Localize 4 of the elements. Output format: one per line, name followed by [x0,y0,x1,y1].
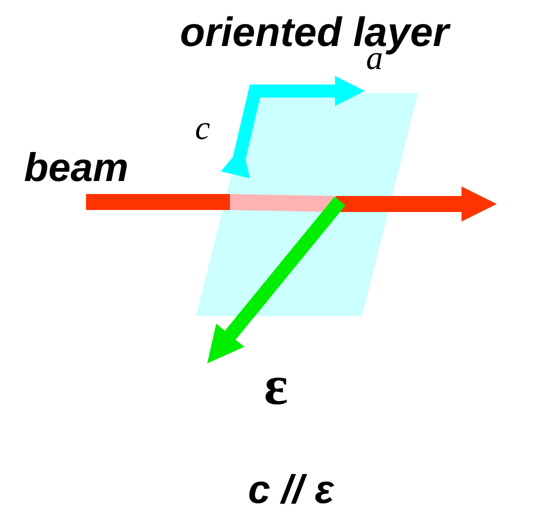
field-symbol: ε [264,358,288,414]
condition-label: c // ε [248,470,334,510]
axis-label: c [195,112,210,146]
beam-label: beam [24,148,128,188]
